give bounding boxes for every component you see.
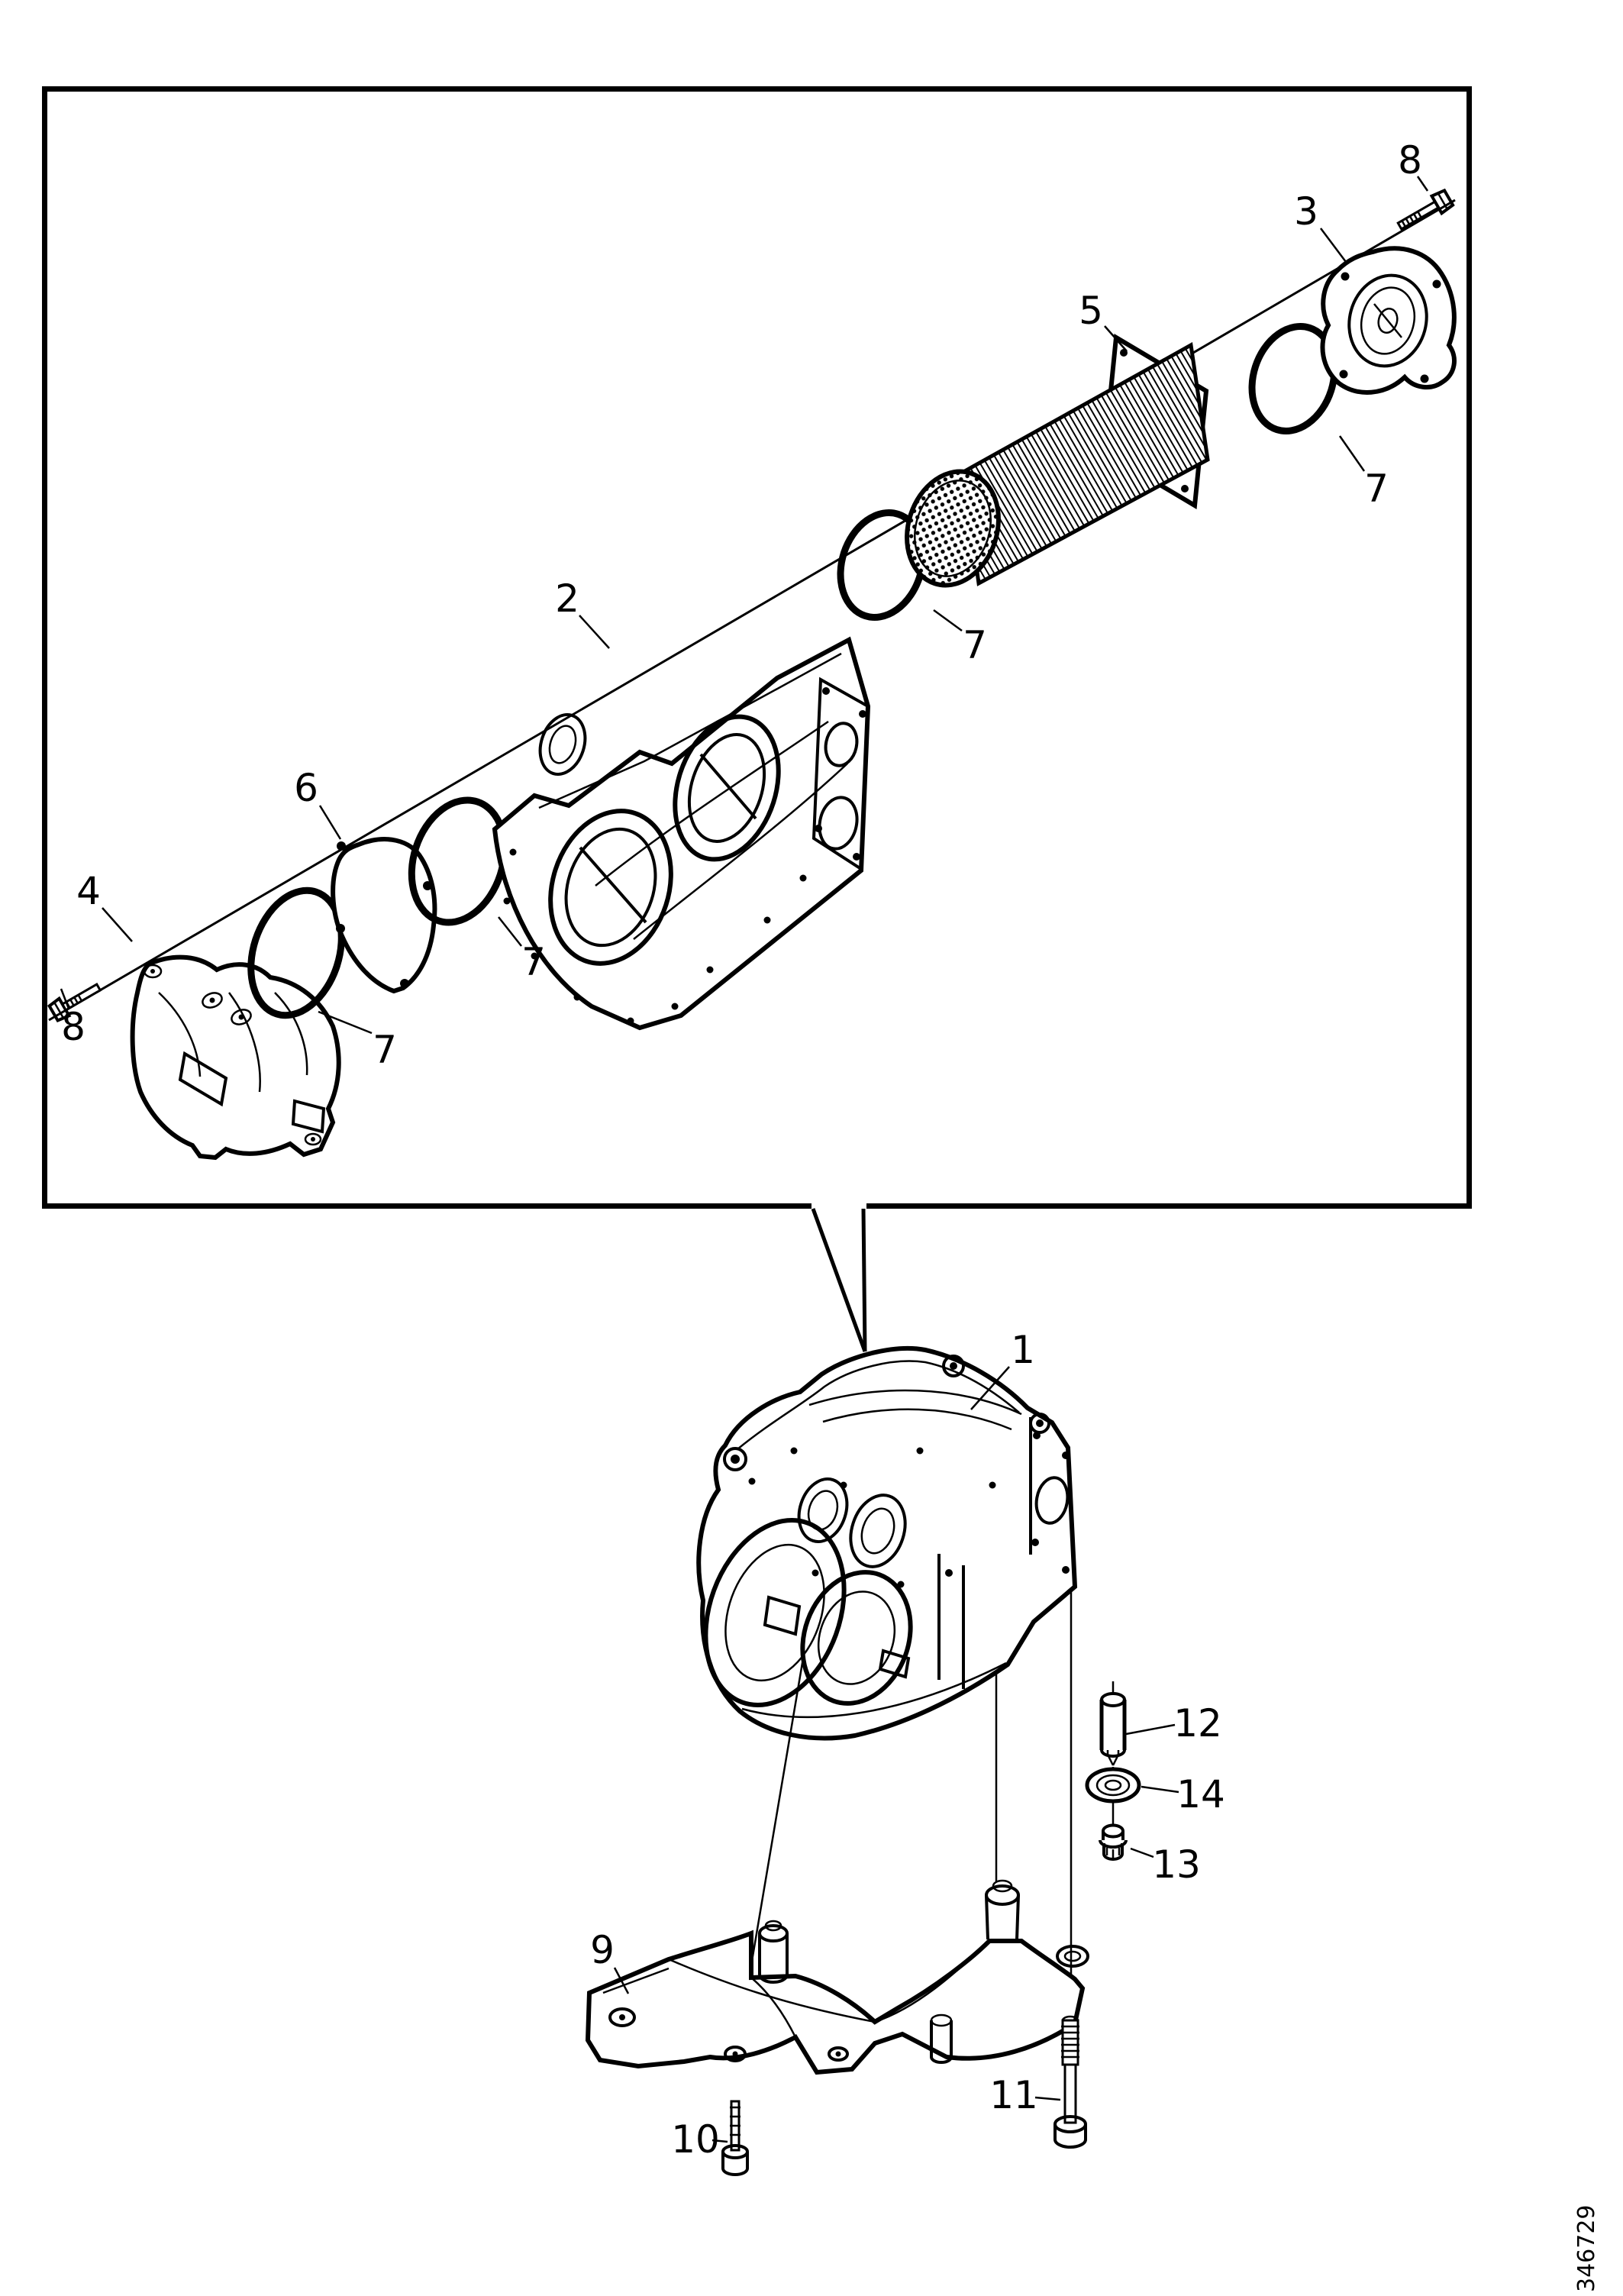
callout-label-7-6: 7 xyxy=(373,1028,397,1072)
o-ring-7-mid-right xyxy=(837,509,927,621)
bolt-8-left xyxy=(47,983,102,1023)
bolt-8-right xyxy=(1396,188,1455,231)
plug-13 xyxy=(1099,1823,1128,1861)
sleeve-12 xyxy=(1099,1692,1127,1766)
callout-label-4-3: 4 xyxy=(76,869,101,913)
callout-label-13-16: 13 xyxy=(1152,1842,1201,1887)
outer-frame xyxy=(42,86,1472,1209)
tube-bundle-5 xyxy=(905,334,1210,588)
callout-leader-8-10 xyxy=(60,988,70,1009)
gasket-6 xyxy=(331,837,437,994)
callout-label-12-15: 12 xyxy=(1173,1701,1222,1745)
o-ring-7-right xyxy=(1248,323,1338,434)
callout-leader-10-13 xyxy=(711,2139,728,2143)
callout-leader-6-5 xyxy=(318,805,342,840)
callout-leader-5-4 xyxy=(1104,325,1128,352)
callout-leader-7-7 xyxy=(498,916,522,947)
callout-label-5-4: 5 xyxy=(1079,289,1103,333)
callout-leader-9-12 xyxy=(613,1967,630,1994)
end-cover-4 xyxy=(130,954,341,1161)
callout-label-14-17: 14 xyxy=(1176,1772,1225,1816)
seal-washer-14 xyxy=(1085,1767,1141,1804)
callout-leader-1-0 xyxy=(970,1366,1010,1410)
callout-leader-7-8 xyxy=(933,609,963,632)
detail-pointer xyxy=(811,1208,867,1352)
callout-label-10-13: 10 xyxy=(671,2117,720,2162)
assembly-axis-line xyxy=(48,199,1456,1022)
callout-label-8-11: 8 xyxy=(1398,138,1422,182)
end-cover-3 xyxy=(1320,246,1457,395)
callout-label-6-5: 6 xyxy=(294,766,318,810)
callout-label-8-10: 8 xyxy=(61,1005,86,1049)
callout-label-1-0: 1 xyxy=(1011,1328,1035,1372)
callout-label-3-2: 3 xyxy=(1294,189,1318,234)
callout-label-2-1: 2 xyxy=(555,576,579,621)
o-ring-7-mid-left xyxy=(408,796,508,926)
callout-label-11-14: 11 xyxy=(989,2073,1038,2117)
callout-leader-14-17 xyxy=(1141,1785,1179,1794)
housing-2 xyxy=(492,636,871,1031)
callout-leader-8-11 xyxy=(1416,176,1429,192)
figure-number: 346729 xyxy=(1573,2204,1600,2292)
callout-leader-3-2 xyxy=(1320,228,1347,263)
o-ring-7-left xyxy=(247,886,345,1019)
callout-leader-12-15 xyxy=(1125,1723,1176,1736)
callout-label-7-9: 7 xyxy=(1364,467,1389,511)
bolt-10 xyxy=(721,2100,749,2176)
oil-cooler-assembly-1 xyxy=(696,1345,1078,1741)
bolt-11 xyxy=(1053,2015,1087,2149)
callout-label-7-8: 7 xyxy=(963,623,987,667)
callout-leader-7-6 xyxy=(318,1010,373,1035)
callout-label-9-12: 9 xyxy=(590,1928,615,1972)
callout-label-7-7: 7 xyxy=(521,940,546,984)
callout-leader-2-1 xyxy=(579,615,610,649)
callout-leader-11-14 xyxy=(1034,2096,1061,2101)
callout-leader-13-16 xyxy=(1130,1847,1154,1858)
bracket-9 xyxy=(585,1879,1089,2075)
callout-leader-7-9 xyxy=(1338,435,1366,472)
callout-leader-4-3 xyxy=(102,907,133,942)
